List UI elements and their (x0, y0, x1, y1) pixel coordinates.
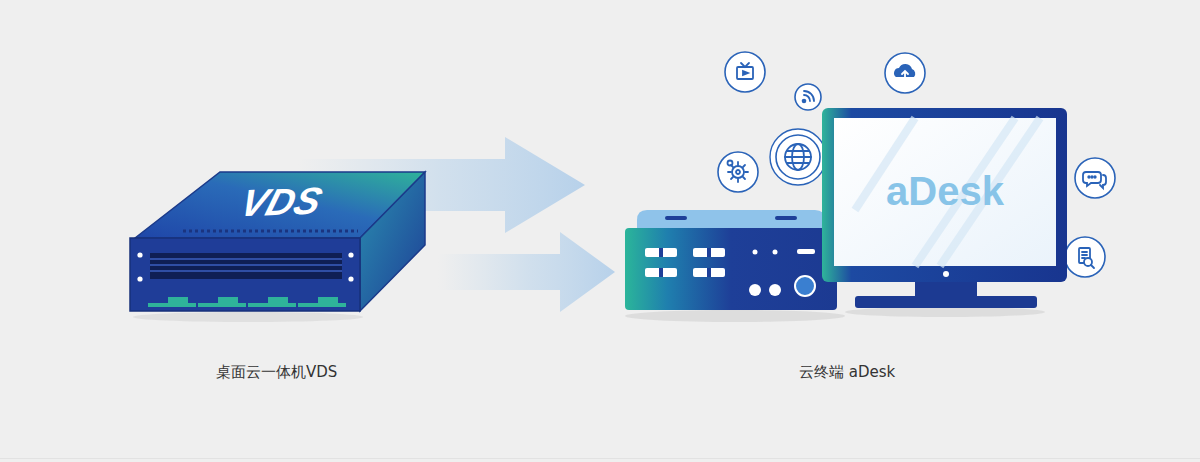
terminal-node: aDesk 云终端 aDesk (615, 50, 1125, 385)
server-node: VDS 桌面云一体机VDS (128, 165, 428, 385)
terminal-illustration (615, 50, 1125, 385)
arrow-shape (438, 232, 615, 312)
footer-line (0, 458, 1200, 459)
caption: 云终端 aDesk (799, 363, 895, 382)
caption: 桌面云一体机VDS (216, 363, 337, 382)
server-label: VDS (235, 180, 326, 226)
screen-label: aDesk (886, 169, 1004, 214)
